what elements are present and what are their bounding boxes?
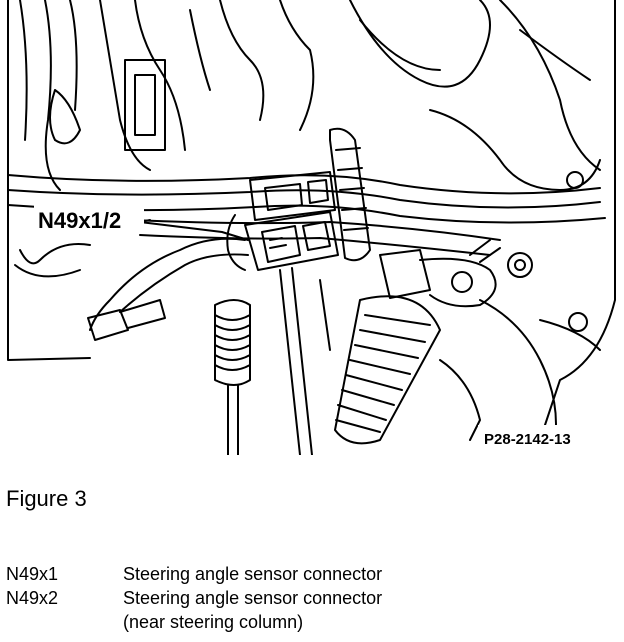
bolt-head [566, 171, 584, 189]
legend-description: Steering angle sensor connector [123, 588, 383, 608]
left-housing-outline [7, 0, 91, 361]
steering-column-boot [334, 295, 441, 445]
figure-caption: Figure 3 [6, 486, 87, 511]
right-housing-outline [539, 0, 616, 441]
cable-tie-clamp [329, 127, 371, 262]
legend-code: N49x2 [6, 588, 59, 608]
reference-code: P28-2142-13 [484, 431, 571, 448]
connector-n49x1-body [249, 171, 336, 221]
left-corrugated-tube [214, 299, 251, 386]
small-connector [87, 309, 129, 341]
shaft-coupling [379, 249, 431, 299]
legend-row: N49x1 Steering angle sensor connector [6, 562, 382, 586]
legend-code: N49x1 [6, 564, 59, 584]
callout-leader-line [139, 221, 249, 241]
steering-bolt [507, 252, 533, 278]
callout-label: N49x1/2 [38, 208, 121, 233]
legend: N49x1 Steering angle sensor connector N4… [6, 562, 382, 634]
left-bracket [124, 59, 166, 151]
legend-row: (near steering column) [6, 610, 382, 634]
engine-bay-illustration: N49x1/2 P28-2142-13 [7, 0, 618, 455]
legend-row: N49x2 Steering angle sensor connector [6, 586, 382, 610]
connector-n49x2-body [244, 211, 339, 271]
legend-description: (near steering column) [123, 612, 304, 632]
line-drawing: N49x1/2 P28-2142-13 [7, 0, 618, 455]
left-upper-connector [49, 89, 81, 145]
legend-description: Steering angle sensor connector [123, 564, 383, 584]
legend-code [6, 610, 123, 634]
